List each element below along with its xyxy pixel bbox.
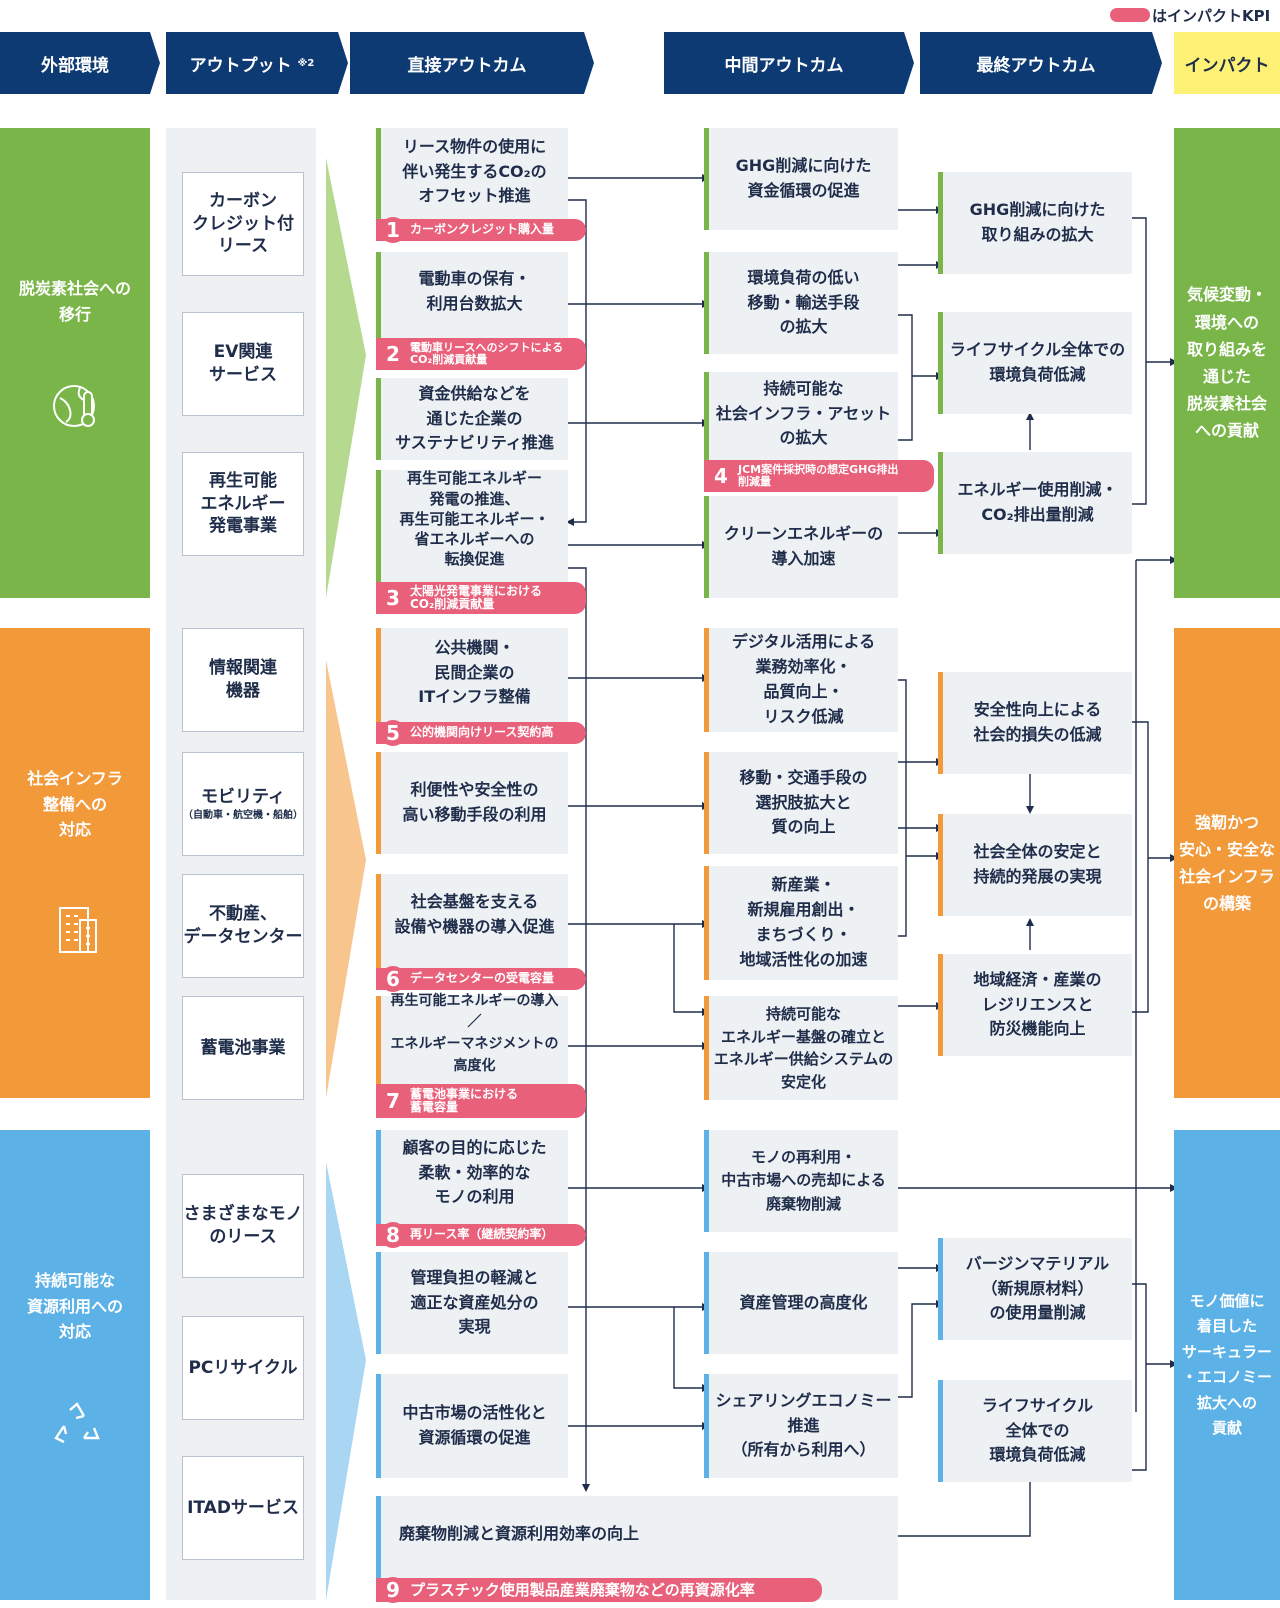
kpi-badge: 6 データセンターの受電容量 xyxy=(376,966,586,992)
kpi-text: JCM案件採択時の想定GHG排出 削減量 xyxy=(738,462,899,488)
mid-asset-management: 資産管理の高度化 xyxy=(704,1252,898,1354)
recycle-icon xyxy=(54,1402,100,1444)
category-resources: 持続可能な 資源利用への 対応 xyxy=(0,1130,150,1600)
kpi-text: 再リース率（継続契約率） xyxy=(410,1227,554,1242)
category-decarbonization: 脱炭素社会への 移行 xyxy=(0,128,150,598)
impact-decarbonization: 気候変動・ 環境への 取り組みを 通じた 脱炭素社会 への貢献 xyxy=(1174,128,1280,598)
kpi-badge: 7 蓄電池事業における 蓄電容量 xyxy=(376,1084,586,1118)
kpi-number: 5 xyxy=(380,720,406,746)
mid-transport-options: 移動・交通手段の 選択肢拡大と 質の向上 xyxy=(704,752,898,854)
direct-mobility-usage: 利便性や安全性の 高い移動手段の利用 xyxy=(376,752,568,854)
output-pc-recycle: PCリサイクル xyxy=(182,1316,304,1420)
header-final-outcome: 最終アウトカム xyxy=(976,55,1096,76)
output-mobility-note: （自動車・航空機・船舶） xyxy=(183,809,303,821)
kpi-legend: はインパクトKPI xyxy=(1110,4,1280,26)
kpi-badge: 4 JCM案件採択時の想定GHG排出 削減量 xyxy=(704,460,934,492)
kpi-badge: 1 カーボンクレジット購入量 xyxy=(376,217,586,243)
header-arrows xyxy=(0,32,1162,94)
final-lifecycle-impact: ライフサイクル全体での 環境負荷低減 xyxy=(938,312,1132,414)
output-itad-service: ITADサービス xyxy=(182,1456,304,1560)
header-external: 外部環境 xyxy=(41,55,109,76)
kpi-legend-text: はインパクトKPI xyxy=(1152,7,1271,25)
final-energy-co2-reduction: エネルギー使用削減・ CO₂排出量削減 xyxy=(938,452,1132,554)
kpi-text: 公的機関向けリース契約高 xyxy=(410,725,554,740)
globe-thermometer-icon xyxy=(53,385,95,427)
kpi-badge: 5 公的機関向けリース契約高 xyxy=(376,720,586,746)
kpi-number: 6 xyxy=(380,966,406,992)
impact-resilient-infrastructure: 強靭かつ 安心・安全な 社会インフラ の構築 xyxy=(1174,628,1280,1098)
output-it-equipment: 情報関連 機器 xyxy=(182,628,304,732)
mid-clean-energy: クリーンエネルギーの 導入加速 xyxy=(704,496,898,598)
kpi-badge: 9 プラスチック使用製品産業廃棄物などの再資源化率 xyxy=(376,1577,822,1603)
output-carbon-credit-lease: カーボン クレジット付 リース xyxy=(182,172,304,276)
kpi-badge: 3 太陽光発電事業における CO₂削減貢献量 xyxy=(376,582,586,614)
kpi-number: 7 xyxy=(380,1088,406,1114)
output-mobility-label: モビリティ xyxy=(201,786,285,807)
final-social-stability: 社会全体の安定と 持続的発展の実現 xyxy=(938,814,1132,916)
mid-energy-foundation: 持続可能な エネルギー基盤の確立と エネルギー供給システムの 安定化 xyxy=(704,996,898,1100)
output-mobility: モビリティ （自動車・航空機・船舶） xyxy=(182,752,304,856)
kpi-text: カーボンクレジット購入量 xyxy=(410,222,555,237)
kpi-text: 電動車リースへのシフトによる CO₂削減貢献量 xyxy=(410,340,564,366)
final-safety-loss-reduction: 安全性向上による 社会的損失の低減 xyxy=(938,672,1132,774)
direct-flexible-use: 顧客の目的に応じた 柔軟・効率的な モノの利用 xyxy=(376,1130,568,1232)
direct-energy-management: 再生可能エネルギーの導入／ エネルギーマネジメントの 高度化 xyxy=(376,993,568,1100)
building-icon xyxy=(59,907,97,953)
final-regional-resilience: 地域経済・産業の レジリエンスと 防災機能向上 xyxy=(938,954,1132,1056)
mid-sharing-economy: シェアリングエコノミー 推進 （所有から利用へ） xyxy=(704,1374,898,1478)
header-direct-outcome: 直接アウトカム xyxy=(407,55,527,76)
final-ghg-expansion: GHG削減に向けた 取り組みの拡大 xyxy=(938,172,1132,274)
final-virgin-material-reduction: バージンマテリアル （新規原材料） の使用量削減 xyxy=(938,1238,1132,1340)
kpi-number: 4 xyxy=(708,463,734,489)
direct-sustainability-finance: 資金供給などを 通じた企業の サステナビリティ推進 xyxy=(376,378,568,460)
mid-ghg-finance: GHG削減に向けた 資金循環の促進 xyxy=(704,128,898,230)
kpi-number: 1 xyxy=(380,217,406,243)
kpi-number: 2 xyxy=(380,341,406,367)
mid-new-industry: 新産業・ 新規雇用創出・ まちづくり・ 地域活性化の加速 xyxy=(704,866,898,980)
mid-digital-efficiency: デジタル活用による 業務効率化・ 品質向上・ リスク低減 xyxy=(704,628,898,732)
kpi-text: 蓄電池事業における 蓄電容量 xyxy=(410,1086,519,1114)
kpi-number: 8 xyxy=(380,1222,406,1248)
output-renewable-energy: 再生可能 エネルギー 発電事業 xyxy=(182,452,304,556)
header-impact: インパクト xyxy=(1174,32,1280,94)
mid-reuse-waste-reduction: モノの再利用・ 中古市場への売却による 廃棄物削減 xyxy=(704,1130,898,1232)
header-intermediate-outcome: 中間アウトカム xyxy=(724,55,844,76)
impact-circular-economy: モノ価値に 着目した サーキュラー ・エコノミー 拡大への 貢献 xyxy=(1174,1130,1280,1600)
kpi-number: 9 xyxy=(380,1577,406,1603)
output-battery: 蓄電池事業 xyxy=(182,996,304,1100)
kpi-number: 3 xyxy=(380,585,406,611)
direct-secondhand-market: 中古市場の活性化と 資源循環の促進 xyxy=(376,1374,568,1478)
kpi-legend-swatch xyxy=(1110,8,1150,22)
kpi-badge: 2 電動車リースへのシフトによる CO₂削減貢献量 xyxy=(376,338,586,370)
category-infrastructure: 社会インフラ 整備への 対応 xyxy=(0,628,150,1098)
direct-renewable-promotion: 再生可能エネルギー 発電の推進、 再生可能エネルギー・ 省エネルギーへの 転換促… xyxy=(376,469,568,594)
final-lifecycle-impact-resources: ライフサイクル 全体での 環境負荷低減 xyxy=(938,1380,1132,1482)
output-ev-service: EV関連 サービス xyxy=(182,312,304,416)
kpi-text: データセンターの受電容量 xyxy=(410,971,555,986)
direct-it-infrastructure: 公共機関・ 民間企業の ITインフラ整備 xyxy=(376,628,568,730)
direct-co2-offset: リース物件の使用に 伴い発生するCO₂の オフセット推進 xyxy=(376,128,568,228)
mid-low-impact-mobility: 環境負荷の低い 移動・輸送手段 の拡大 xyxy=(704,252,898,354)
direct-infrastructure-equipment: 社会基盤を支える 設備や機器の導入促進 xyxy=(376,874,568,980)
header-output: アウトプット※2 xyxy=(189,55,315,76)
output-real-estate-datacenter: 不動産、 データセンター xyxy=(182,874,304,978)
output-various-lease: さまざまなモノ のリース xyxy=(182,1174,304,1278)
kpi-text: 太陽光発電事業における CO₂削減貢献量 xyxy=(410,583,543,611)
direct-asset-disposal: 管理負担の軽減と 適正な資産処分の 実現 xyxy=(376,1252,568,1354)
kpi-badge: 8 再リース率（継続契約率） xyxy=(376,1222,586,1248)
kpi-text: プラスチック使用製品産業廃棄物などの再資源化率 xyxy=(410,1580,755,1599)
